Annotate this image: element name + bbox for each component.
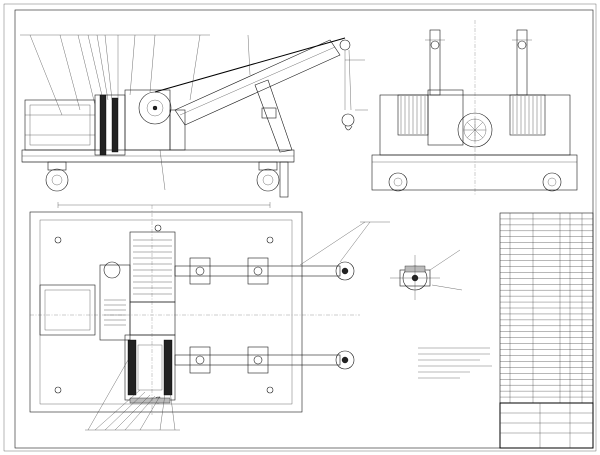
front-leader-lines xyxy=(29,34,368,191)
plan-leader-lines xyxy=(87,221,371,431)
parts-list-rows xyxy=(500,218,593,398)
sheave-lower xyxy=(335,350,355,370)
side-wheel-right xyxy=(542,172,562,192)
mast-right xyxy=(516,29,528,96)
technical-notes xyxy=(418,347,492,379)
inner-border xyxy=(14,9,594,449)
plan-motor xyxy=(39,284,96,336)
coupling xyxy=(94,94,126,156)
motor xyxy=(24,99,96,151)
outrigger-arm-lower xyxy=(174,346,341,374)
side-base xyxy=(371,154,578,191)
support-post xyxy=(279,161,289,198)
wheel-right xyxy=(256,168,280,192)
outrigger-arm-upper xyxy=(174,257,341,285)
boom-strut xyxy=(254,79,293,153)
plan-gearbox xyxy=(99,264,131,341)
plan-frame-outer xyxy=(29,211,303,413)
side-elevation-view xyxy=(371,20,578,195)
title-block xyxy=(499,402,594,449)
side-gearbox xyxy=(427,89,464,146)
side-drum-right xyxy=(509,94,546,136)
plan-view xyxy=(29,202,390,431)
plan-drum xyxy=(129,231,176,303)
side-wheel-left xyxy=(388,172,408,192)
mast-left xyxy=(429,29,441,96)
outer-border xyxy=(3,3,597,452)
detail-view xyxy=(390,249,463,300)
front-elevation-view xyxy=(20,34,368,198)
sheave-upper xyxy=(335,261,355,281)
crane-boom xyxy=(174,39,341,126)
wheel-left xyxy=(45,168,69,192)
motor-fan-end xyxy=(457,112,493,148)
hook-block xyxy=(341,113,355,127)
